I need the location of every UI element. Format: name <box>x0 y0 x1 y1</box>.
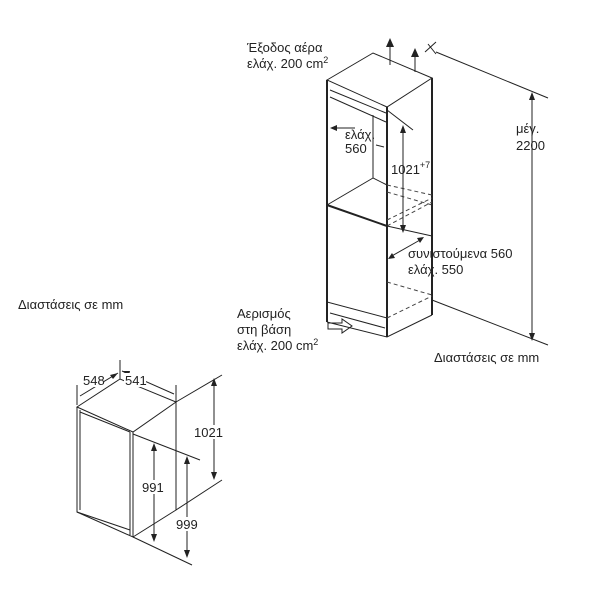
door-height-label: 991 <box>142 480 164 495</box>
units-label-left: Διαστάσεις σε mm <box>18 297 123 312</box>
depth-label-1: συνιστούμενα 560 <box>408 246 512 261</box>
air-outlet-min: ελάχ. 200 cm <box>247 56 323 71</box>
depth-label-2: ελάχ. 550 <box>408 262 463 277</box>
niche-drawing: Έξοδος αέρα ελάχ. 200 cm2 ελάχ. 560 1021… <box>237 38 549 365</box>
svg-text:1021+7: 1021+7 <box>391 160 430 177</box>
niche-height-label: 1021 <box>391 162 420 177</box>
units-label-right: Διαστάσεις σε mm <box>434 350 539 365</box>
width-label: 548 <box>83 373 105 388</box>
air-outlet-text: Έξοδος αέρα <box>246 40 323 55</box>
max-height-label-1: μέγ. <box>516 121 539 136</box>
base-vent-label-1: Αερισμός <box>237 306 291 321</box>
depth-label: 541 <box>125 373 147 388</box>
base-vent-label-2: στη βάση <box>237 322 291 337</box>
max-height-label-2: 2200 <box>516 138 545 153</box>
niche-width-label-2: 560 <box>345 141 367 156</box>
appliance-drawing: Διαστάσεις σε mm 548 541 1021 991 999 <box>18 297 225 566</box>
niche-width-label-1: ελάχ. <box>345 127 375 142</box>
air-inlet-arrow-icon <box>327 318 353 334</box>
svg-text:ελάχ. 200 cm2: ελάχ. 200 cm2 <box>247 55 328 71</box>
height-label: 1021 <box>194 425 223 440</box>
tilt-icon <box>424 41 437 55</box>
total-height-label: 999 <box>176 517 198 532</box>
base-vent-label-3: ελάχ. 200 cm <box>237 338 313 353</box>
svg-text:ελάχ. 200 cm2: ελάχ. 200 cm2 <box>237 337 318 353</box>
